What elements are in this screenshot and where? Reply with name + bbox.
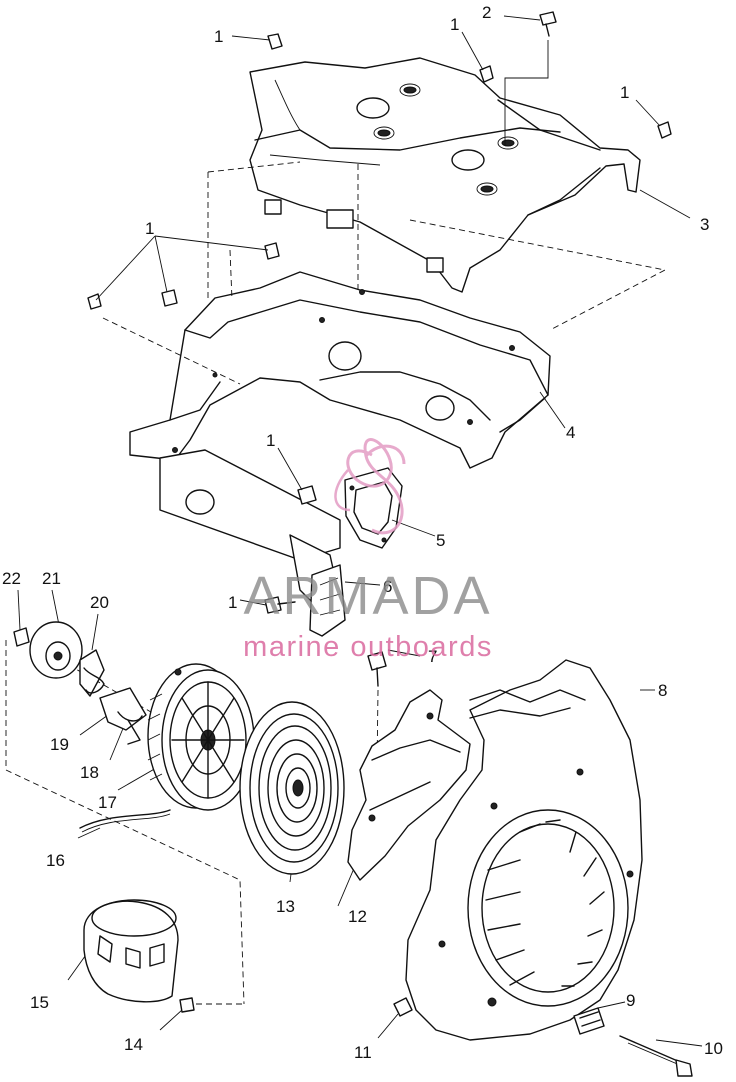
fasteners-9-10-11 [393, 997, 693, 1077]
callout-7: 7 [428, 647, 437, 666]
callout-5: 5 [436, 531, 445, 550]
callout-1a: 1 [214, 27, 223, 46]
starter-rope [79, 809, 171, 833]
lower-mounting-bracket [129, 271, 551, 611]
callout-1c: 1 [620, 83, 629, 102]
callout-4: 4 [566, 423, 575, 442]
callout-15: 15 [30, 993, 49, 1012]
callout-1f: 1 [228, 593, 237, 612]
callout-18: 18 [80, 763, 99, 782]
bracket-tab [309, 564, 346, 637]
callout-1b: 1 [450, 15, 459, 34]
bolts [87, 11, 672, 614]
starter-bracket [347, 689, 471, 881]
callout-19: 19 [50, 735, 69, 754]
clip [83, 667, 105, 694]
callout-1e: 1 [266, 431, 275, 450]
starter-hub [13, 621, 105, 697]
recoil-spring [239, 701, 345, 875]
callout-8: 8 [658, 681, 667, 700]
callout-6: 6 [383, 577, 392, 596]
bolt-7 [367, 651, 387, 687]
callout-22: 22 [2, 569, 21, 588]
fan-housing [405, 659, 643, 1041]
callout-16: 16 [46, 851, 65, 870]
callout-12: 12 [348, 907, 367, 926]
starter-pulley [147, 663, 255, 811]
callout-13: 13 [276, 897, 295, 916]
upper-shroud-plate [249, 57, 641, 293]
callout-labels: 1 1 1 1 1 1 2 3 4 5 6 7 8 9 10 11 12 13 … [2, 3, 723, 1062]
callout-2: 2 [482, 3, 491, 22]
watermark-brand: ARMADA [243, 566, 492, 626]
cover-cap [83, 899, 195, 1013]
callout-3: 3 [700, 215, 709, 234]
swirl-logo-icon [334, 438, 406, 535]
callout-14: 14 [124, 1035, 143, 1054]
pawl-assembly [99, 687, 147, 745]
gasket [344, 467, 403, 549]
callout-10: 10 [704, 1039, 723, 1058]
callout-9: 9 [626, 991, 635, 1010]
callout-21: 21 [42, 569, 61, 588]
callout-20: 20 [90, 593, 109, 612]
callout-1d: 1 [145, 219, 154, 238]
watermark-tagline: marine outboards [243, 631, 493, 663]
callout-11: 11 [354, 1043, 372, 1062]
callout-17: 17 [98, 793, 117, 812]
